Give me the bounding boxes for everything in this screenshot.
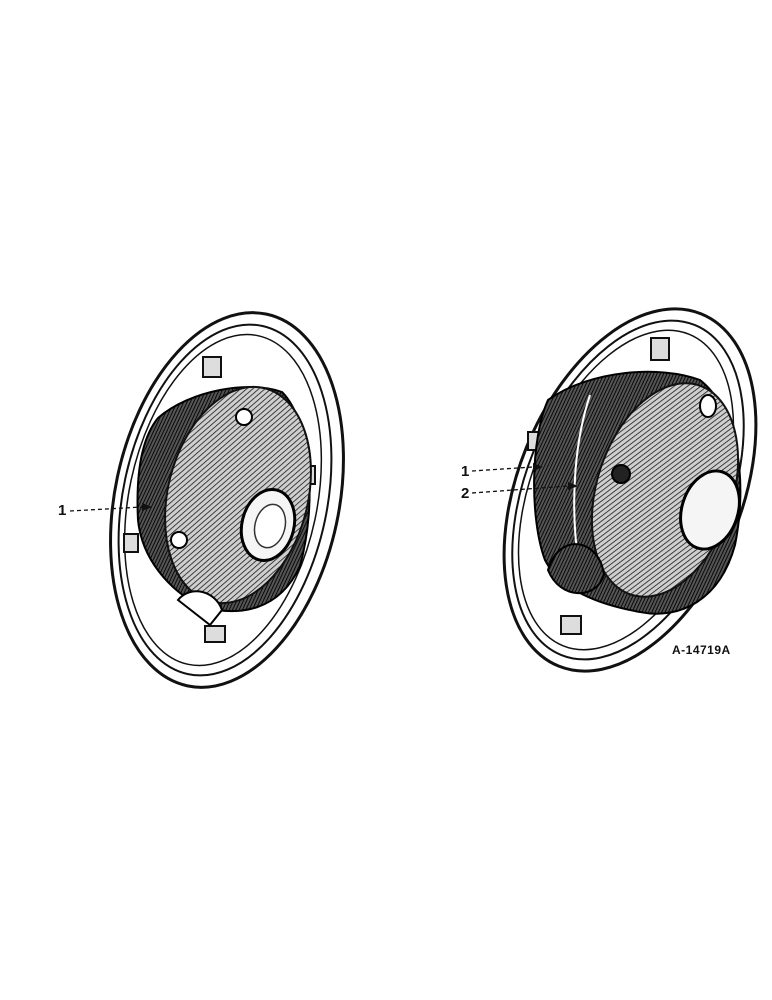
callout-1-left: 1 (58, 502, 152, 519)
retaining-clip (123, 533, 139, 553)
assembly-right (502, 307, 758, 673)
retaining-clip (650, 337, 670, 361)
socket-opening (679, 469, 741, 551)
callout-number: 2 (461, 485, 469, 502)
retaining-clip (202, 356, 222, 378)
mounting-hole (170, 531, 188, 549)
retaining-clip (560, 615, 582, 635)
retaining-clip (204, 625, 226, 643)
callout-number: 1 (58, 502, 66, 519)
assembly-left (109, 311, 345, 689)
mounting-hole (235, 408, 253, 426)
callout-1-right: 1 (461, 463, 543, 480)
callout-number: 1 (461, 463, 469, 480)
figure-id: A-14719A (672, 643, 731, 657)
callout-2-right: 2 (461, 482, 578, 502)
mounting-hole (611, 464, 631, 484)
mounting-hole (699, 394, 717, 418)
